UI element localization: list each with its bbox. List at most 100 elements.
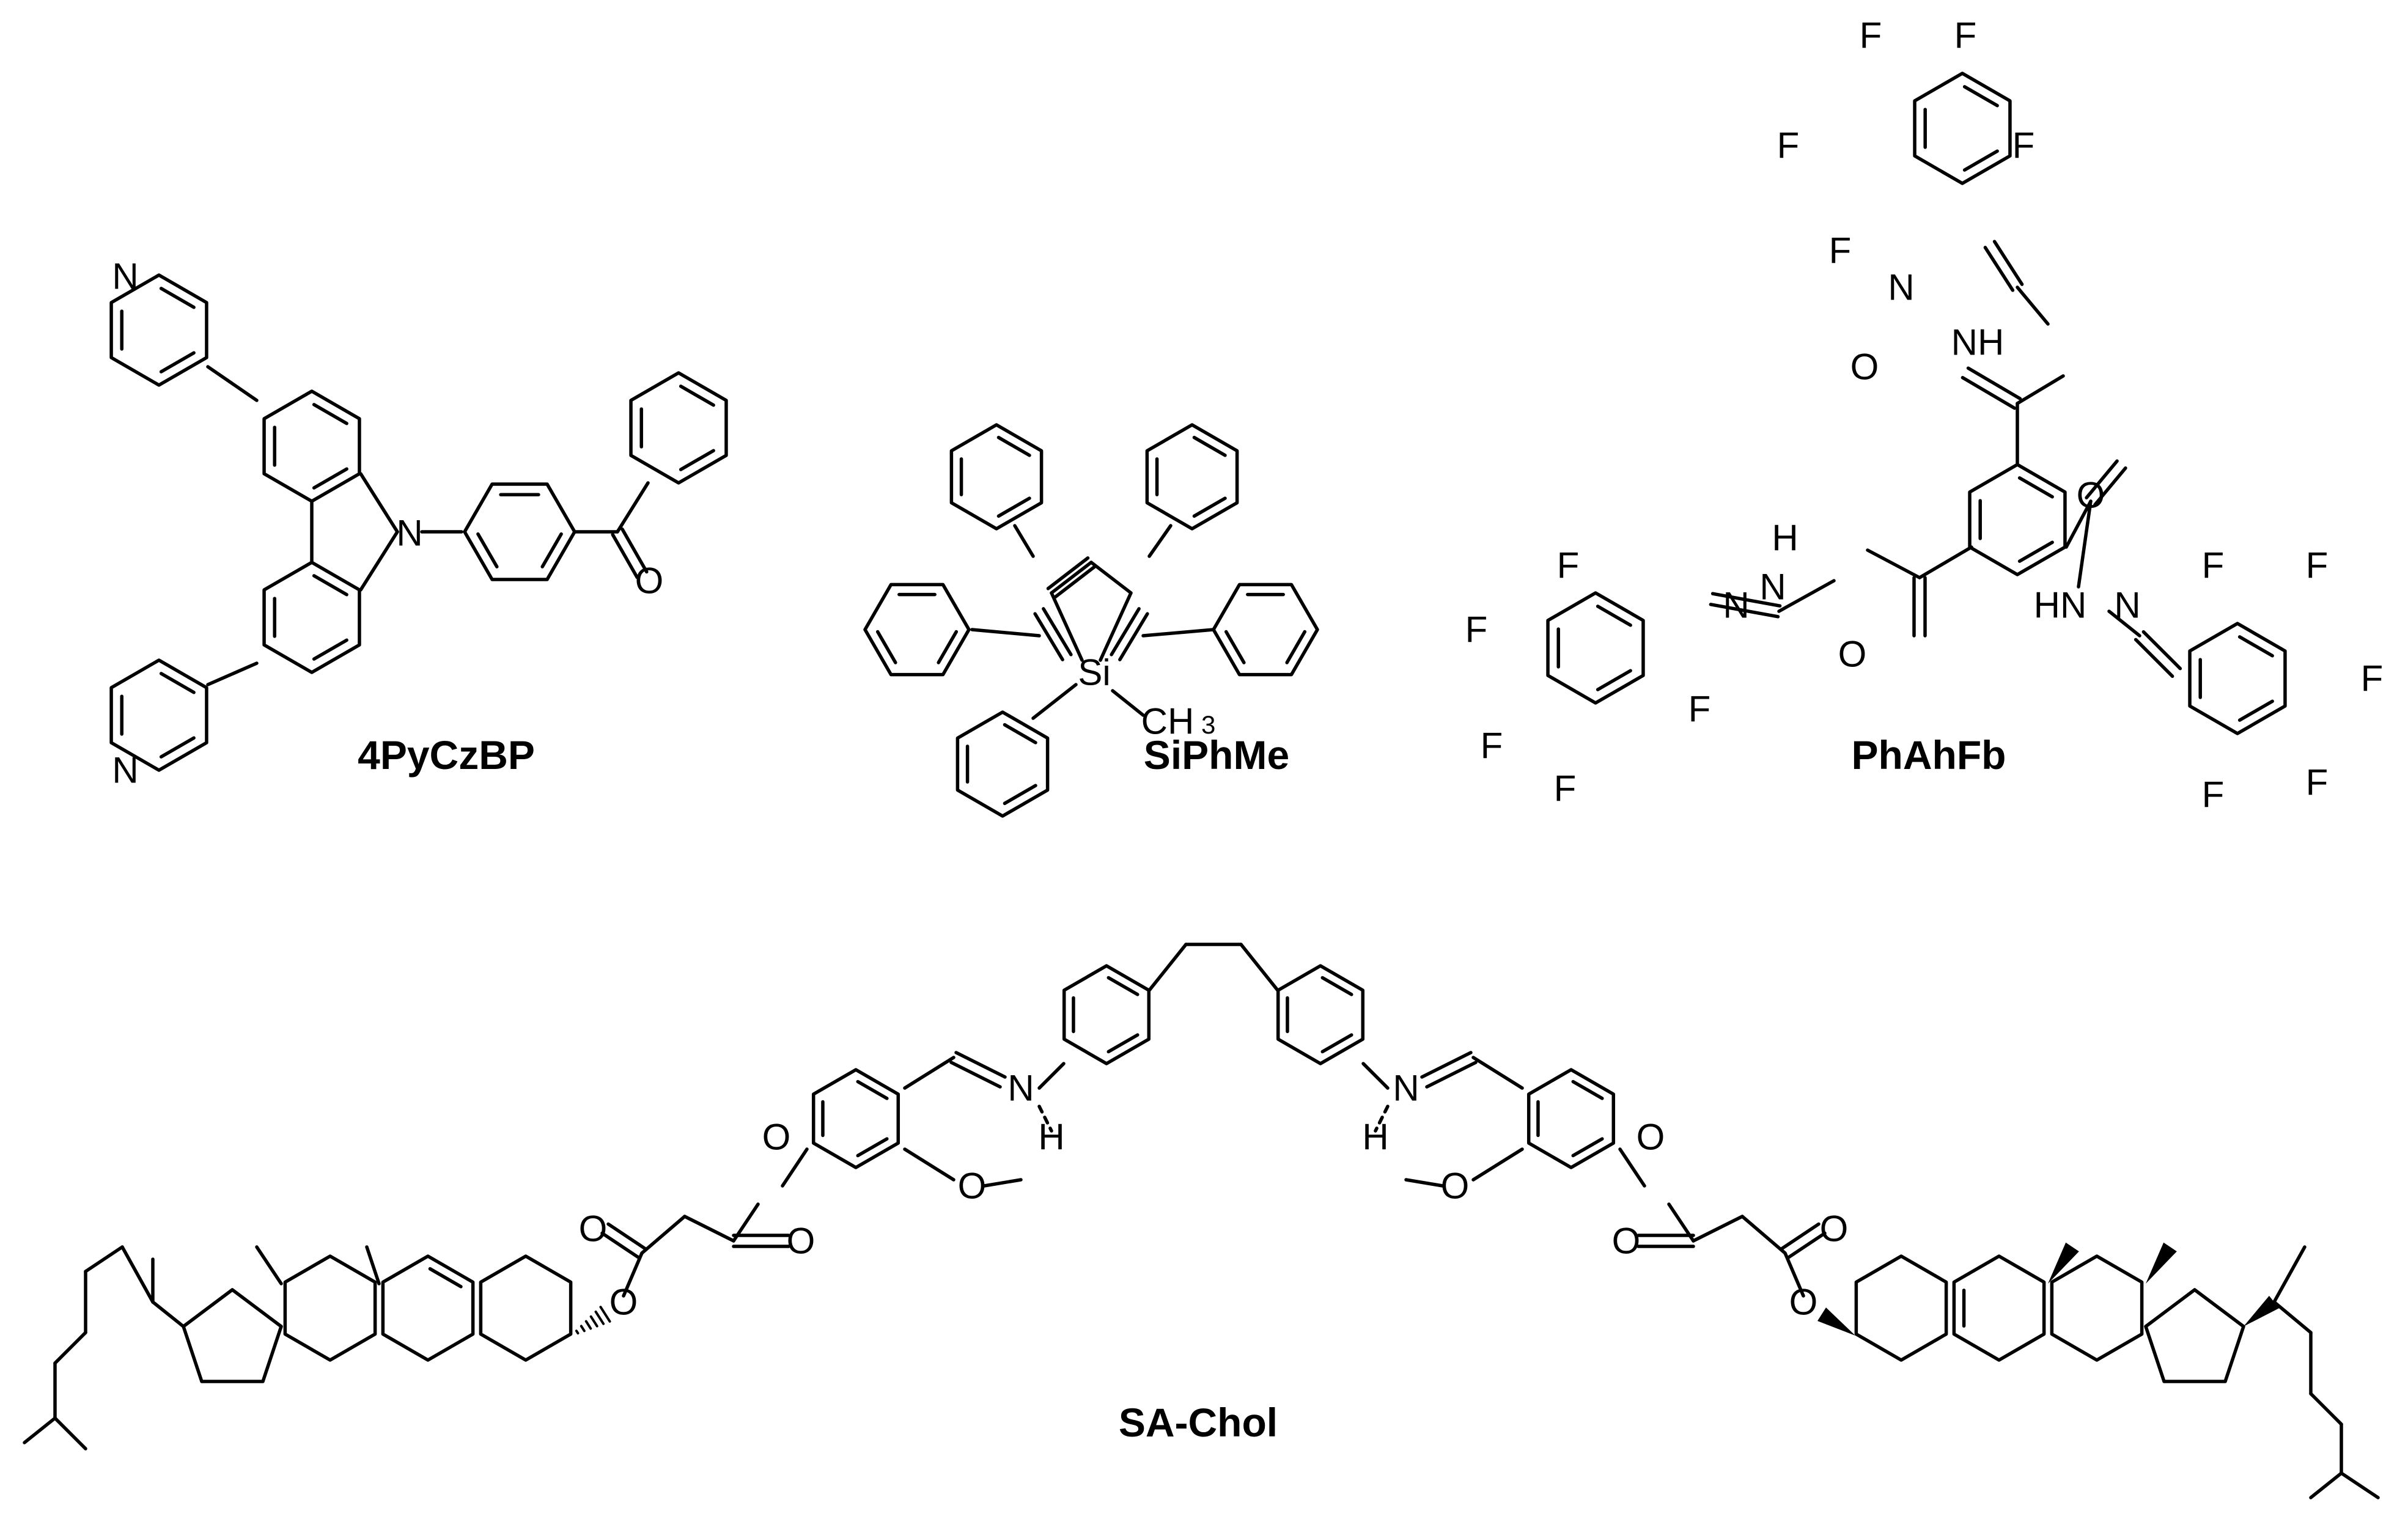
bond-line (856, 1079, 889, 1100)
bond-line (679, 449, 715, 471)
bond-line (1037, 1105, 1053, 1133)
bond-line (1983, 246, 2015, 292)
hashed-bond (584, 1320, 592, 1330)
atom-label: O (2077, 475, 2105, 516)
bond-line (1320, 1033, 1353, 1054)
bond-line (2093, 466, 2127, 507)
bond-line (151, 1300, 185, 1328)
atom-label: O (1789, 1282, 1818, 1323)
bond-line (954, 1051, 1007, 1079)
bond-line (2107, 609, 2141, 638)
bond-line (1053, 565, 1097, 599)
atom-label: H (1038, 1117, 1064, 1158)
bond-line (312, 638, 348, 661)
benzene-ring (479, 1254, 573, 1362)
benzene-ring (2188, 622, 2287, 735)
compound-name-phahfb: PhAhFb (1852, 732, 2006, 778)
bond-line (1962, 85, 1999, 108)
bond-line (1596, 669, 1632, 691)
bond-line (359, 472, 399, 534)
bond-line (1992, 240, 2024, 286)
bond-line (1361, 1062, 1390, 1090)
bond-line (2017, 540, 2054, 563)
bond-line (937, 630, 959, 664)
methyl-subscript: 3 (1201, 710, 1215, 739)
compound-name-4pyczbp: 4PyCzBP (358, 732, 535, 778)
atom-label: F (1954, 15, 1977, 56)
bond-line (1046, 556, 1090, 590)
bond-line (1033, 612, 1064, 661)
bond-line (1111, 689, 1145, 717)
atom-label: F (2012, 125, 2035, 166)
bond-line (640, 1215, 687, 1255)
compound-name-sa-chol: SA-Chol (1119, 1400, 1278, 1445)
pyridine-nitrogen: N (112, 256, 138, 297)
bond-line (1471, 1056, 1524, 1090)
benzene-ring (1952, 1254, 2046, 1362)
methyl-group: CH (1141, 701, 1195, 742)
bond-line (2077, 499, 2093, 589)
atom-label: O (609, 1282, 638, 1323)
benzene-ring (109, 273, 208, 387)
atom-label: F (1465, 609, 1488, 650)
bond-line (159, 672, 196, 694)
benzene-ring (1526, 1068, 1616, 1169)
wedge-bond (2244, 1295, 2280, 1326)
benzene-ring (381, 1254, 475, 1362)
bond-line (120, 1245, 155, 1304)
bond-line (1106, 976, 1140, 996)
atom-label: F (1557, 545, 1580, 586)
cyclopentane-ring (182, 1288, 283, 1383)
bond-line (1692, 1215, 1744, 1243)
bond-line (1089, 561, 1133, 595)
benzene-ring (283, 1254, 377, 1362)
bond-line (2134, 638, 2174, 679)
hashed-bond (599, 1306, 611, 1323)
hashed-bond (589, 1315, 598, 1328)
bond-line (540, 532, 563, 568)
bond-line (620, 527, 649, 574)
bond-line (1147, 524, 1173, 558)
bond-line (2141, 630, 2182, 671)
bond-line (1106, 1033, 1140, 1054)
bond-line (1471, 1147, 1524, 1182)
bond-line (683, 1215, 735, 1243)
atom-label: F (1777, 125, 1800, 166)
cyclopentane-ring (2144, 1288, 2245, 1383)
bond-line (1320, 976, 1353, 996)
atom-label: N (1393, 1068, 1419, 1109)
bond-line (53, 1331, 87, 1365)
bond-line (1571, 1137, 1604, 1158)
bond-line (970, 628, 1041, 638)
bond-line (1031, 683, 1078, 720)
bond-line (616, 481, 650, 534)
benzene-ring (463, 482, 576, 581)
structure-phahfb (1546, 72, 2287, 735)
atom-label: O (1850, 347, 1879, 388)
bond-line (159, 736, 196, 759)
bond-line (1571, 1079, 1604, 1100)
bond-line (1420, 1051, 1473, 1079)
bond-line (875, 630, 897, 664)
hashed-bond (594, 1310, 605, 1325)
bond-line (1050, 561, 1093, 595)
bond-line (856, 1137, 889, 1158)
atom-label: N (1723, 585, 1749, 626)
bond-line (679, 384, 715, 407)
bond-line (1192, 435, 1227, 457)
bond-line (781, 1147, 809, 1188)
hashed-bond (580, 1325, 586, 1333)
atom-label: O (1838, 634, 1867, 675)
bond-line (1042, 607, 1073, 657)
atom-label: F (2306, 545, 2329, 586)
benzene-ring (863, 583, 971, 677)
atom-label: F (1481, 726, 1503, 767)
bond-line (312, 467, 348, 490)
bond-line (1618, 1147, 1646, 1188)
benzene-ring (949, 423, 1044, 531)
bond-line (23, 1416, 57, 1444)
bond-line (2016, 374, 2065, 405)
bond-line (600, 1231, 641, 1260)
bond-line (1425, 1061, 1478, 1089)
